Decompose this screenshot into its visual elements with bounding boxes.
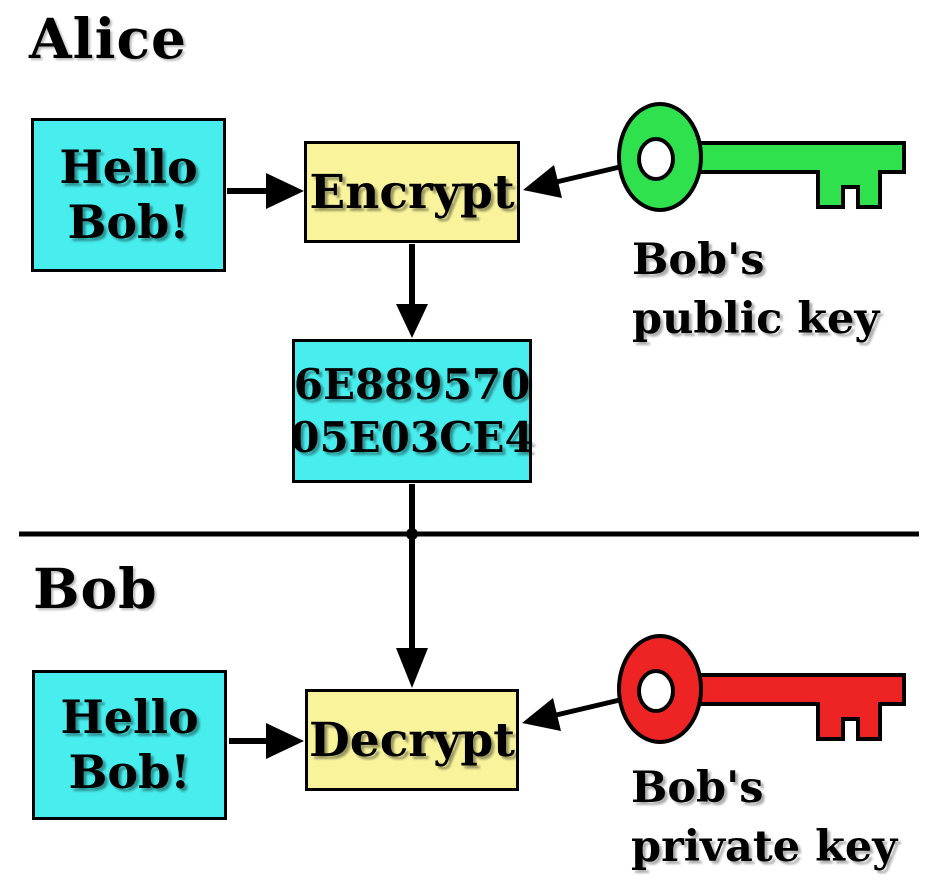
alice-plaintext-box: Hello Bob!: [31, 118, 226, 272]
plaintext-line: Bob!: [67, 195, 190, 249]
private-key-label: Bob's private key: [631, 759, 897, 877]
decrypt-label: Decrypt: [309, 712, 515, 768]
junction-dot: [406, 528, 418, 540]
arrow-ciphertext-to-decrypt: [396, 484, 428, 688]
private-key-icon: [617, 634, 906, 744]
plaintext-line: Bob!: [68, 745, 191, 799]
public-key-label: Bob's public key: [632, 231, 879, 349]
ciphertext-line: 6E889570: [293, 360, 531, 409]
plaintext-line: Hello: [59, 140, 198, 194]
public-key-label-line: Bob's: [632, 235, 765, 285]
alice-heading: Alice: [29, 6, 187, 71]
private-key-label-line: private key: [631, 822, 898, 872]
arrow-message-to-decrypt: [229, 723, 304, 759]
ciphertext-line: 05E03CE4: [290, 413, 534, 462]
bob-plaintext-box: Hello Bob!: [32, 670, 227, 820]
arrow-public-key-to-encrypt: [523, 163, 625, 198]
key-hole: [637, 137, 675, 181]
encrypt-box: Encrypt: [304, 141, 520, 243]
arrow-plaintext-to-encrypt: [227, 173, 304, 209]
key-shaft: [686, 673, 906, 741]
public-key-label-line: public key: [632, 294, 880, 344]
public-key-icon: [617, 102, 906, 212]
encrypt-label: Encrypt: [309, 164, 515, 220]
ciphertext-box: 6E889570 05E03CE4: [290, 339, 534, 483]
bob-heading: Bob: [33, 556, 158, 621]
arrow-private-key-to-decrypt: [522, 696, 625, 731]
key-hole: [637, 669, 675, 713]
decrypt-box: Decrypt: [305, 689, 519, 791]
key-shaft: [686, 141, 906, 209]
plaintext-line: Hello: [60, 690, 199, 744]
arrow-encrypt-to-ciphertext: [396, 244, 428, 338]
private-key-label-line: Bob's: [631, 763, 764, 813]
